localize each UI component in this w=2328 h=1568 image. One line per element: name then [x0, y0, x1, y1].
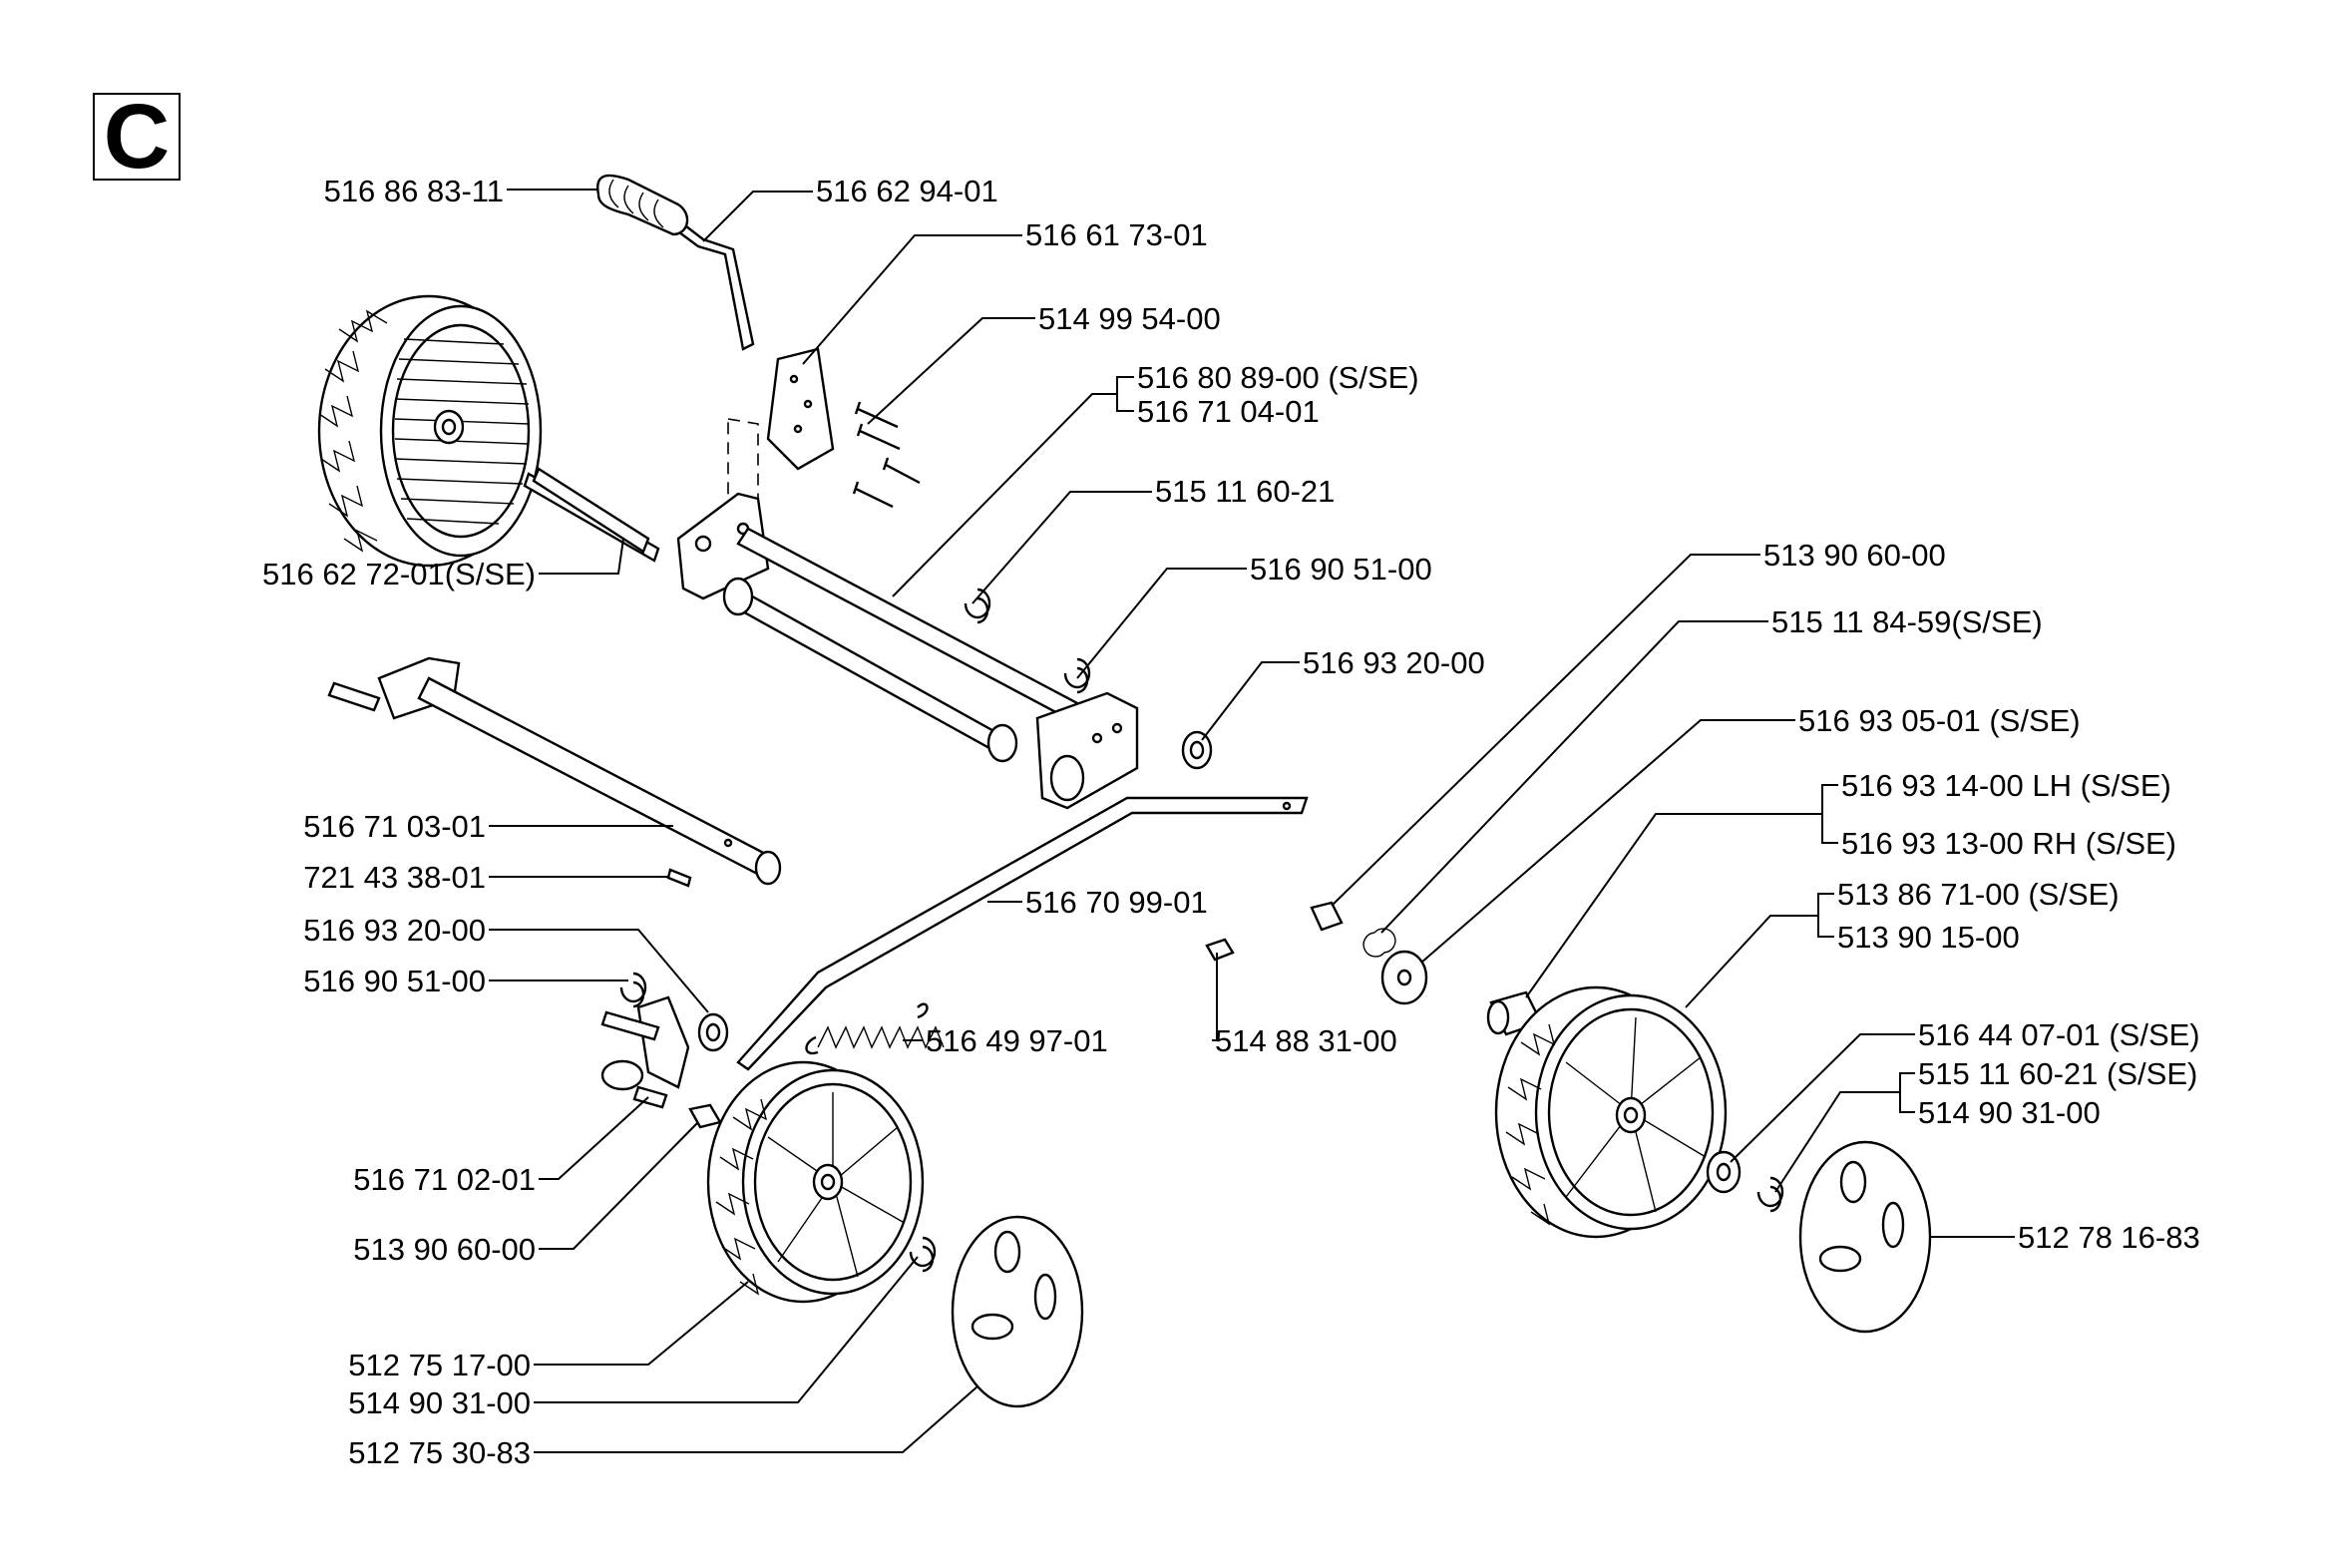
part-number-label: 515 11 60-21 (S/SE): [1918, 1056, 2197, 1091]
part-number-label: 514 99 54-00: [1038, 301, 1221, 336]
clip-516-90-51-00-left: [619, 972, 647, 1008]
part-number-label: 512 75 30-83: [348, 1435, 531, 1470]
front-left-bracket: [600, 995, 690, 1109]
bolt-left: [688, 1103, 722, 1129]
key-514-88-31-00: [1205, 938, 1235, 962]
part-number-label: 721 43 38-01: [303, 860, 486, 895]
right-axle-plate: [1035, 691, 1139, 810]
part-number-label: 515 11 84-59(S/SE): [1771, 604, 2043, 639]
washer-left: [697, 1012, 729, 1052]
part-number-label: 516 70 99-01: [1025, 885, 1208, 920]
clip-right: [1756, 1176, 1784, 1213]
clip-left-wheel: [909, 1236, 937, 1273]
wheel-front-right: [1494, 985, 1728, 1239]
part-number-label: 516 61 73-01: [1025, 217, 1208, 252]
part-number-label: 512 78 16-83: [2018, 1220, 2200, 1255]
part-number-label: 516 90 51-00: [303, 964, 486, 998]
part-number-label: 516 93 13-00 RH (S/SE): [1841, 826, 2176, 861]
part-number-label: 516 90 51-00: [1250, 552, 1432, 587]
part-number-label: 516 71 02-01: [353, 1162, 536, 1197]
height-adjust-lever: [596, 174, 755, 351]
part-number-label: 512 75 17-00: [348, 1348, 531, 1382]
part-number-label: 516 93 14-00 LH (S/SE): [1841, 768, 2171, 803]
screws: [852, 401, 921, 509]
hub-cap-left: [951, 1215, 1084, 1408]
part-number-label: 516 93 05-01 (S/SE): [1798, 703, 2081, 738]
part-labels: 516 86 83-11 516 62 94-01 516 61 73-01 5…: [262, 174, 2200, 1470]
part-number-label: 515 11 60-21: [1155, 474, 1335, 509]
part-number-label: 513 86 71-00 (S/SE): [1837, 877, 2120, 912]
bracket-plate: [727, 347, 835, 520]
washer-top: [1181, 730, 1213, 770]
part-number-label: 516 86 83-11: [324, 174, 504, 208]
part-number-label: 514 88 31-00: [1215, 1023, 1397, 1058]
front-axle-tube: [327, 656, 782, 886]
spring: [805, 1002, 945, 1055]
bolt-right: [1310, 901, 1344, 932]
part-number-label: 513 90 15-00: [1837, 920, 2020, 955]
part-number-label: 516 80 89-00 (S/SE): [1137, 360, 1419, 395]
part-number-label: 516 62 72-01(S/SE): [262, 557, 536, 591]
pin: [666, 868, 692, 888]
part-number-label: 516 71 04-01: [1137, 394, 1320, 429]
clip-516-90-51-00-top: [1063, 657, 1091, 694]
parts-drawing: [317, 174, 1932, 1408]
wheel-front-left: [706, 1060, 925, 1304]
part-number-label: 516 49 97-01: [926, 1023, 1108, 1058]
part-number-label: 516 93 20-00: [1303, 645, 1485, 680]
wheel-rear-left: [317, 294, 543, 568]
part-number-label: 516 44 07-01 (S/SE): [1918, 1017, 2200, 1052]
clip-515-11-60-21: [964, 588, 991, 624]
spring-washer: [1362, 928, 1396, 958]
section-badge: C: [93, 86, 181, 188]
section-letter: C: [104, 86, 170, 188]
part-number-label: 513 90 60-00: [353, 1232, 536, 1267]
part-number-label: 516 93 20-00: [303, 913, 486, 948]
adjustment-rod: [736, 796, 1309, 1071]
upper-axle-assembly: [676, 492, 1139, 810]
part-number-label: 514 90 31-00: [1918, 1095, 2101, 1130]
part-number-label: 516 62 94-01: [816, 174, 998, 208]
washer-516-93-05-01: [1380, 950, 1428, 1005]
leader-lines: [489, 189, 2015, 1453]
lever-grip: [596, 174, 689, 236]
rear-axle-left: [523, 467, 660, 563]
part-number-label: 513 90 60-00: [1763, 538, 1946, 573]
part-number-label: 516 71 03-01: [303, 809, 486, 844]
hub-cap-right: [1798, 1140, 1932, 1334]
part-number-label: 514 90 31-00: [348, 1385, 531, 1420]
